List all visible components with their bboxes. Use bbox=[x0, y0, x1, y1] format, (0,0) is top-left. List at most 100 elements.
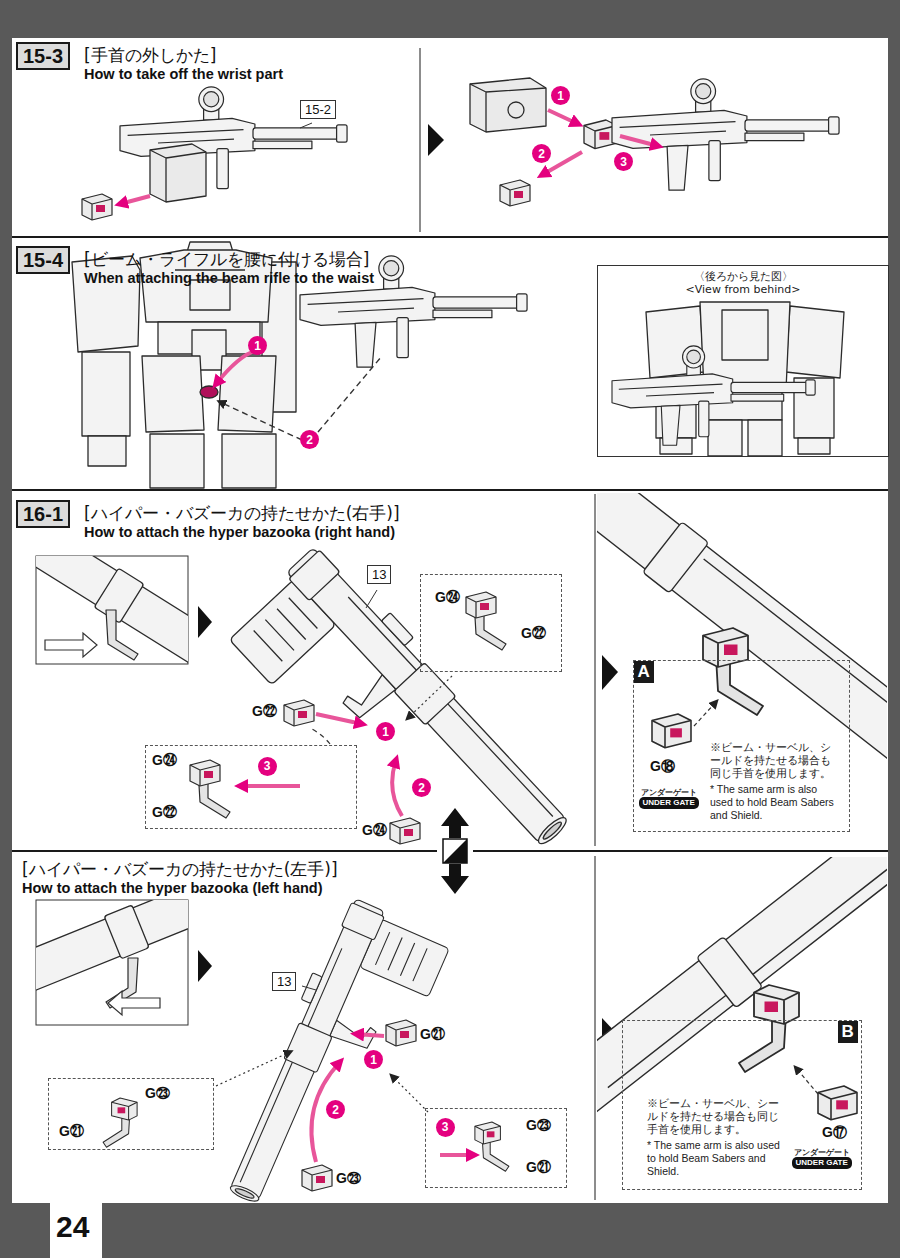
gate-text: UNDER GATE bbox=[639, 797, 699, 809]
part-label: G㉔ bbox=[362, 822, 387, 838]
callout-number: 1 bbox=[248, 336, 267, 355]
bazooka-closeup bbox=[597, 493, 887, 766]
callout-number: 2 bbox=[300, 430, 319, 449]
hand-part bbox=[390, 818, 420, 844]
page-frame bbox=[50, 1200, 102, 1258]
pink-arrow bbox=[620, 136, 658, 146]
detail-drawing bbox=[36, 900, 188, 1004]
view-caption: <View from behind> bbox=[598, 283, 888, 296]
alternate-symbol bbox=[441, 808, 469, 838]
step-arrows bbox=[198, 950, 212, 982]
hand-assembly bbox=[190, 760, 230, 818]
tag-text: A bbox=[638, 661, 650, 683]
callout-number: 1 bbox=[376, 722, 395, 741]
part-label: G㉓ bbox=[336, 1170, 361, 1186]
reference-box: 13 bbox=[272, 972, 296, 991]
hyper-bazooka bbox=[219, 895, 452, 1234]
hyper-bazooka bbox=[222, 540, 578, 908]
callout-number: 3 bbox=[614, 152, 633, 171]
callout-text: 2 bbox=[418, 782, 425, 794]
bazooka-closeup bbox=[697, 937, 763, 1008]
note-panel: ※ビーム・サーベル、シールドを持たせる場合も同じ手首を使用します。* The s… bbox=[622, 1020, 862, 1190]
alternate-symbol bbox=[443, 839, 467, 863]
pink-arrow bbox=[356, 1034, 384, 1036]
wrist-part bbox=[82, 194, 112, 220]
beam-rifle bbox=[612, 346, 815, 445]
part-label: G㉒ bbox=[152, 804, 177, 820]
hand-part bbox=[284, 700, 314, 726]
pink-arrow bbox=[316, 714, 362, 724]
wrist-block bbox=[150, 144, 206, 202]
reference-box: 13 bbox=[367, 565, 391, 584]
detail-drawing bbox=[36, 556, 188, 664]
robot-front bbox=[218, 356, 276, 432]
hand-part bbox=[386, 1020, 416, 1046]
part-label: G㉔ bbox=[152, 752, 177, 768]
pink-arrow bbox=[120, 196, 150, 204]
pink-arrow bbox=[216, 350, 258, 384]
hand-assembly bbox=[103, 1098, 137, 1147]
dotted-guide bbox=[392, 1076, 428, 1112]
callout-number: 2 bbox=[326, 1100, 345, 1119]
callout-text: 2 bbox=[306, 434, 313, 446]
divider-lines bbox=[12, 236, 888, 238]
detail-drawing bbox=[94, 568, 144, 623]
hand-assembly bbox=[475, 1122, 509, 1171]
hand-part bbox=[302, 1165, 332, 1191]
alternate-symbol bbox=[441, 864, 469, 894]
callout-text: 1 bbox=[557, 90, 564, 102]
part-label: G㉒ bbox=[521, 625, 546, 641]
callout-number: 2 bbox=[532, 144, 551, 163]
bazooka-closeup bbox=[597, 857, 887, 1125]
part-label: G⑰ bbox=[822, 1124, 847, 1140]
step-number: 15-3 bbox=[16, 42, 70, 70]
divider-lines bbox=[473, 850, 888, 852]
page-number: 24 bbox=[56, 1210, 89, 1244]
robot-front bbox=[150, 434, 204, 488]
dashed-guide bbox=[220, 356, 382, 440]
bazooka-closeup bbox=[597, 493, 887, 769]
detail-drawing bbox=[104, 905, 149, 959]
step-number: 16-1 bbox=[16, 500, 70, 528]
hand-assembly bbox=[466, 592, 506, 650]
step-arrows bbox=[602, 655, 618, 690]
bazooka-closeup bbox=[704, 559, 887, 725]
step-number: 15-4 bbox=[16, 246, 70, 274]
heading-en: When attaching the beam rifle to the wai… bbox=[84, 270, 374, 287]
alternate-symbol bbox=[441, 808, 469, 894]
step-text: 15-4 bbox=[23, 249, 63, 271]
dashed-guide bbox=[694, 702, 716, 726]
robot-front bbox=[200, 386, 218, 398]
robot-back bbox=[708, 420, 742, 456]
hand-part bbox=[818, 1086, 857, 1120]
robot-back bbox=[722, 310, 768, 360]
callout-text: 2 bbox=[332, 1104, 339, 1116]
note-panel: ※ビーム・サーベル、シールドを持たせる場合も同じ手首を使用します。* The s… bbox=[633, 660, 850, 832]
dashed-guide bbox=[310, 728, 330, 744]
part-label: G㉓ bbox=[145, 1085, 170, 1101]
pink-arrow bbox=[311, 1034, 474, 1162]
tag-text: B bbox=[842, 1021, 854, 1043]
wrist-block bbox=[470, 78, 546, 132]
heading-jp: [ビーム・ライフルを腰に付ける場合] bbox=[84, 249, 369, 269]
bazooka-closeup bbox=[608, 860, 887, 1088]
part-inset: G㉓G㉑3 bbox=[425, 1108, 567, 1188]
step-arrows bbox=[198, 606, 212, 638]
divider-lines bbox=[420, 48, 421, 232]
note-text: ※ビーム・サーベル、シールドを持たせる場合も同じ手首を使用します。 bbox=[647, 1097, 787, 1136]
hand-part bbox=[386, 1020, 416, 1046]
leader-line bbox=[366, 590, 377, 608]
callout-number: 3 bbox=[258, 757, 277, 776]
gate-text: アンダーゲート bbox=[641, 788, 697, 797]
note-text: ※ビーム・サーベル、シールドを持たせる場合も同じ手首を使用します。 bbox=[710, 741, 840, 780]
bazooka-closeup bbox=[739, 985, 799, 1072]
gate-text: アンダーゲート bbox=[794, 1148, 850, 1157]
part-inset: G㉓G㉑ bbox=[48, 1078, 214, 1150]
hand-part bbox=[652, 714, 691, 748]
wrist-block bbox=[470, 78, 546, 132]
robot-front bbox=[88, 436, 126, 466]
pink-arrow bbox=[548, 110, 578, 124]
